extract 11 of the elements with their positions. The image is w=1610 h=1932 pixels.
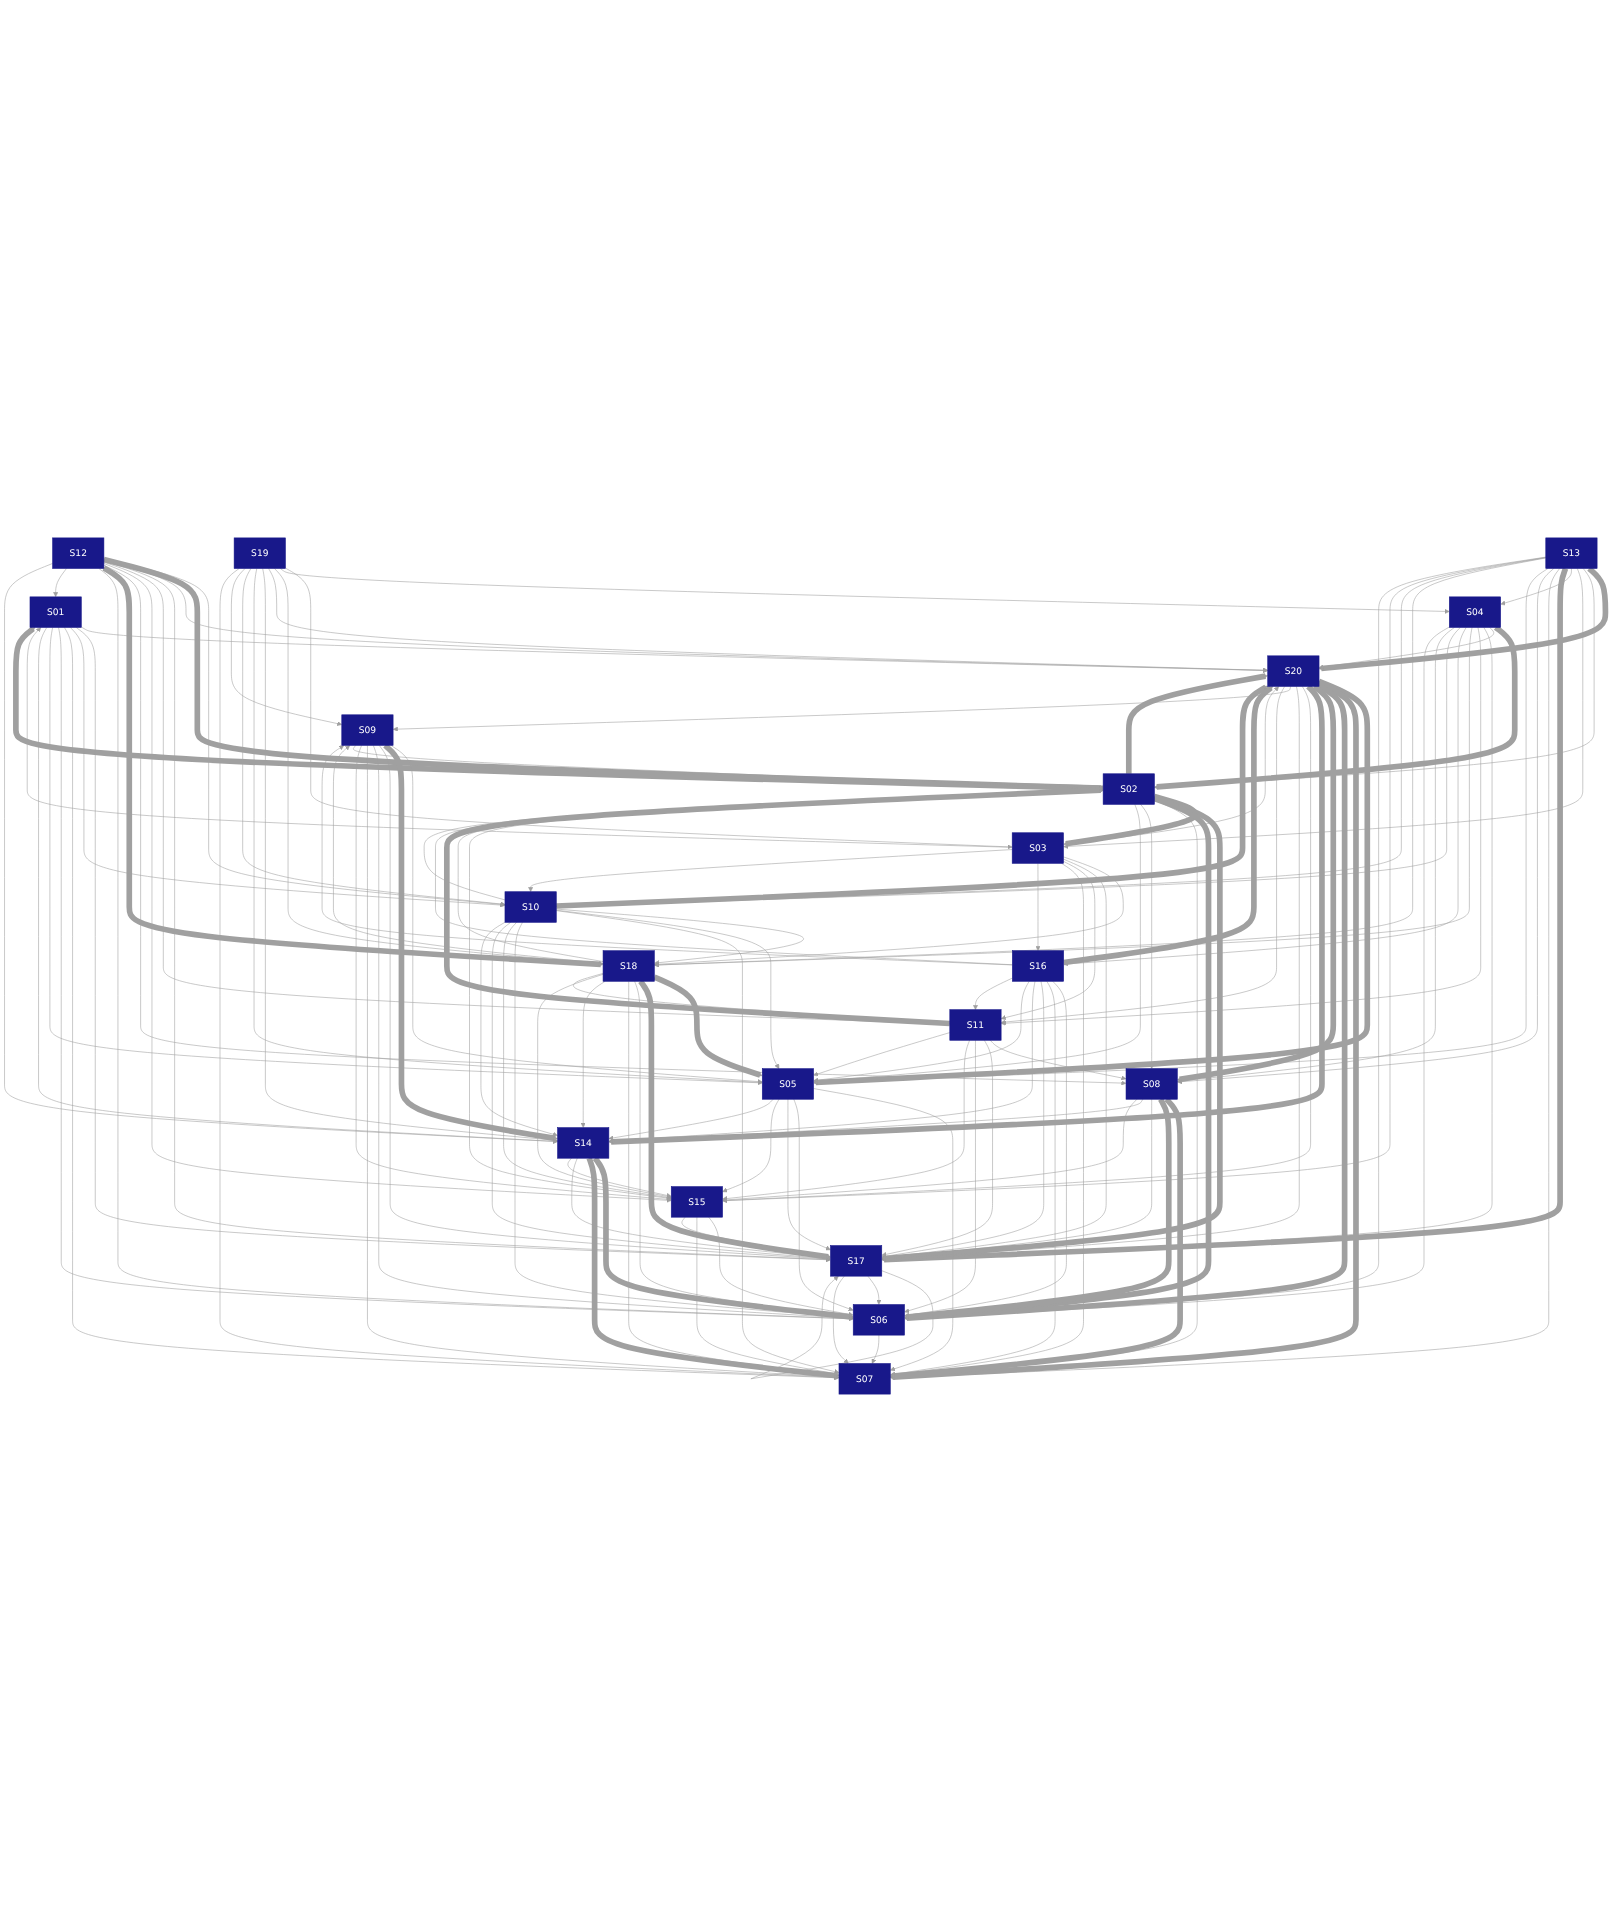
arrow [890,1097,1183,1379]
arrow [1125,673,1268,775]
arrow [13,626,1104,792]
arrow [103,556,1104,792]
arrow [653,974,763,1078]
arrow [1063,793,1198,847]
arrow [1063,685,1274,966]
arrow [1063,686,1279,845]
arrow [904,1097,1172,1320]
arrow [1177,684,1337,1083]
arrow [556,684,1268,909]
